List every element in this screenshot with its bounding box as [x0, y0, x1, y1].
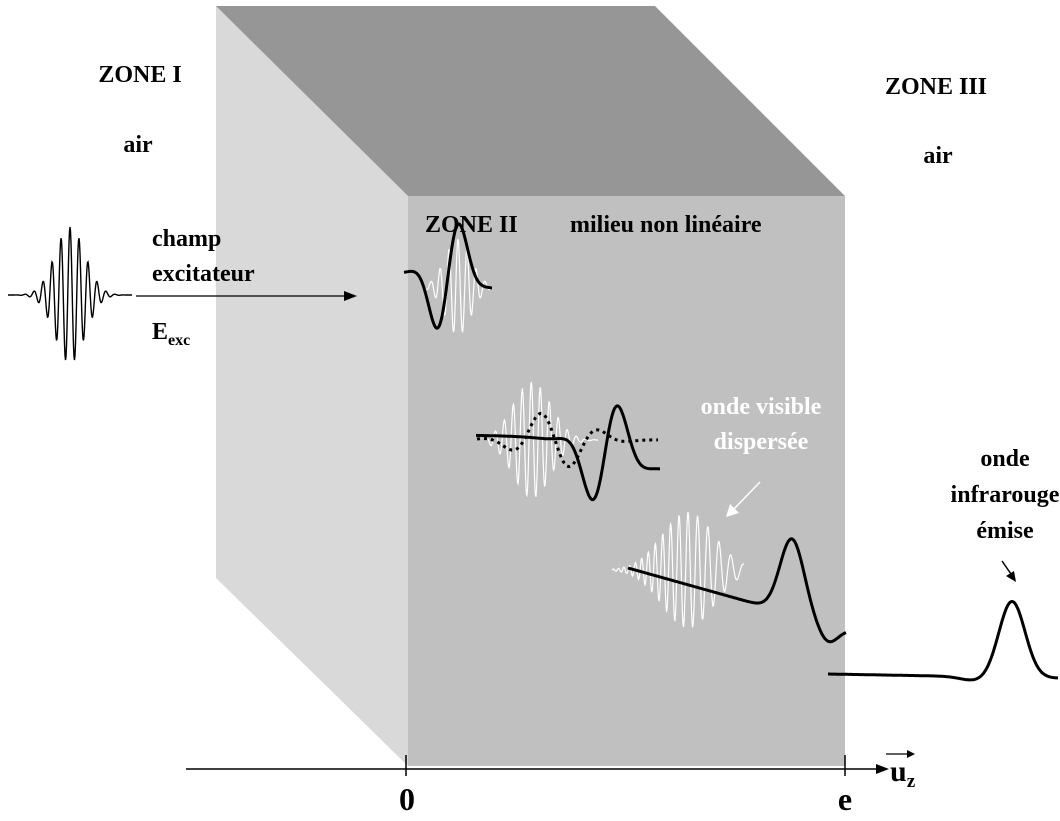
slab — [216, 6, 845, 766]
emitted-infrared-wave — [828, 599, 1059, 682]
zone1-medium: air — [123, 132, 153, 158]
axis-arrowhead — [876, 764, 889, 774]
excitation-arrowhead — [344, 291, 357, 301]
field-symbol-main: E — [152, 319, 168, 345]
incident-field-symbol: Eexc — [152, 319, 190, 349]
zone2-title: ZONE II — [425, 212, 518, 238]
ir-pointer-arrowhead — [1006, 571, 1016, 582]
ir-wave-label-line1: onde — [980, 446, 1030, 472]
infrared-wave-2-dotted — [476, 411, 658, 469]
axis-unit-label: uz — [890, 755, 916, 792]
ir-wave-label-line2: infrarouge — [951, 482, 1060, 508]
arrows — [136, 291, 1016, 582]
slab-front-face — [408, 196, 845, 766]
zone3-title: ZONE III — [885, 74, 987, 100]
zone2-medium: milieu non linéaire — [570, 212, 762, 238]
axis-unit-main: u — [890, 755, 907, 788]
ir-wave-label-line3: émise — [976, 518, 1034, 544]
field-symbol-sub: exc — [168, 332, 190, 349]
incident-label-line1: champ — [152, 226, 221, 252]
visible-wave-label-line1: onde visible — [701, 394, 822, 420]
axis-origin-label: 0 — [399, 781, 415, 816]
labels: ZONE I air ZONE II milieu non linéaire Z… — [98, 62, 1060, 817]
visible-wave-label-line2: dispersée — [714, 429, 809, 455]
infrared-wave-2 — [476, 404, 660, 502]
visible-wave-1 — [421, 238, 493, 333]
visible-pointer-arrowhead — [726, 504, 739, 517]
slab-top-face — [216, 6, 845, 196]
incident-label-line2: excitateur — [152, 261, 255, 287]
infrared-wave-3 — [627, 537, 847, 644]
slab-left-face — [216, 6, 408, 766]
zone1-title: ZONE I — [98, 62, 181, 88]
visible-pointer-arrow — [732, 481, 761, 511]
axis-end-label: e — [838, 781, 852, 816]
axis-unit-sub: z — [907, 771, 916, 792]
zone3-medium: air — [923, 143, 953, 169]
ir-pointer-arrow — [1001, 560, 1012, 575]
z-axis — [186, 750, 915, 776]
waves — [8, 222, 1059, 682]
incident-pulse-wave — [8, 226, 132, 361]
unit-vector-arrowhead — [907, 750, 915, 758]
infrared-wave-1 — [403, 222, 493, 330]
